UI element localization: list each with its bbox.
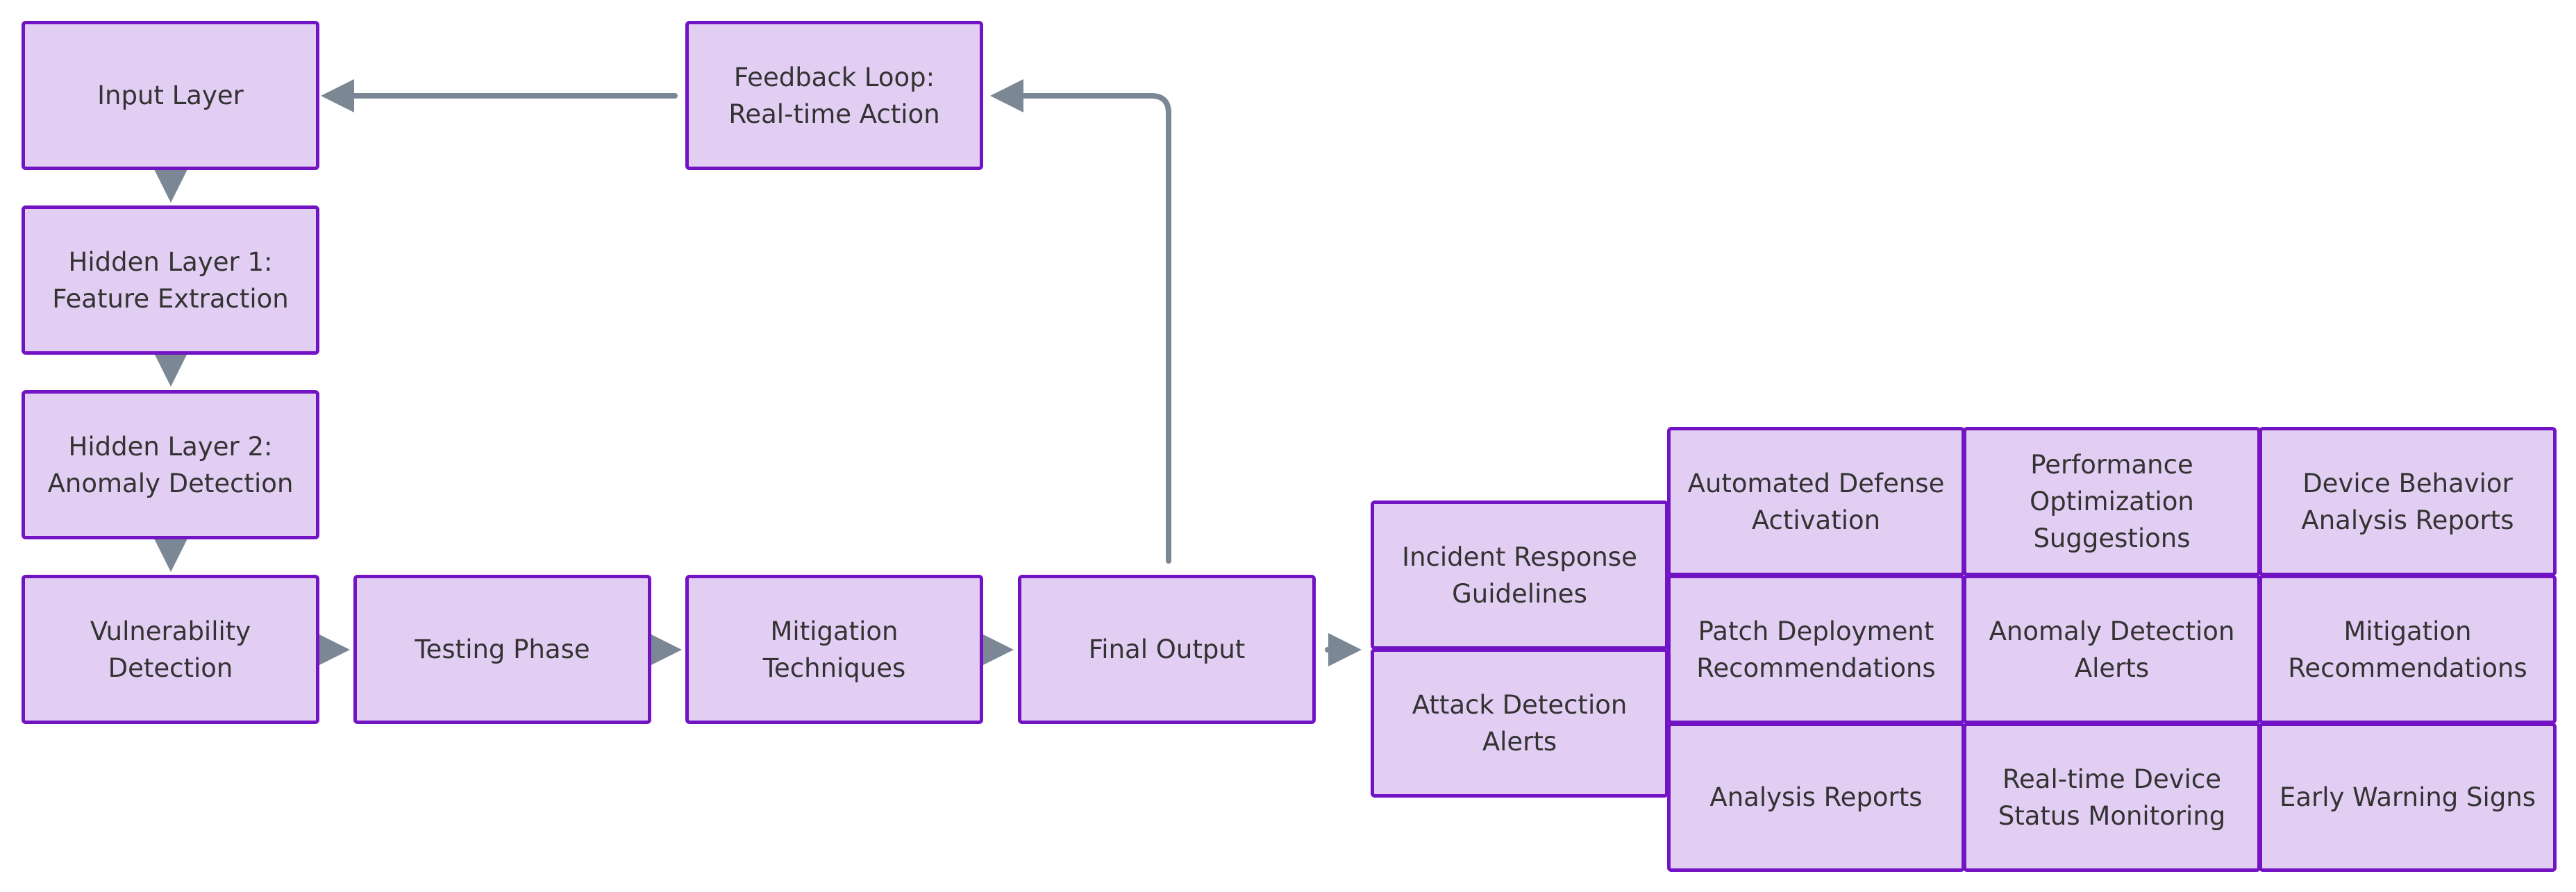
node-label: Hidden Layer 1: Feature Extraction bbox=[52, 246, 289, 314]
node-label: Testing Phase bbox=[415, 634, 590, 664]
node-vulnerability-detection: Vulnerability Detection bbox=[22, 575, 319, 724]
node-input-layer: Input Layer bbox=[22, 21, 319, 170]
node-label: Feedback Loop: Real-time Action bbox=[728, 62, 940, 129]
node-label: Vulnerability Detection bbox=[90, 616, 251, 683]
node-label: Real-time Device Status Monitoring bbox=[1998, 764, 2226, 831]
node-label: Early Warning Signs bbox=[2279, 782, 2536, 812]
node-testing-phase: Testing Phase bbox=[353, 575, 651, 724]
node-feedback-loop: Feedback Loop: Real-time Action bbox=[685, 21, 983, 170]
node-label: Attack Detection Alerts bbox=[1412, 689, 1628, 757]
node-label: Mitigation Recommendations bbox=[2288, 616, 2527, 683]
node-patch-deployment-recommendations: Patch Deployment Recommendations bbox=[1667, 575, 1965, 724]
node-label: Hidden Layer 2: Anomaly Detection bbox=[47, 431, 294, 498]
node-label: Final Output bbox=[1088, 634, 1246, 664]
node-label: Analysis Reports bbox=[1709, 782, 1923, 812]
node-incident-response-guidelines: Incident Response Guidelines bbox=[1371, 500, 1668, 650]
node-label: Anomaly Detection Alerts bbox=[1989, 616, 2235, 683]
node-performance-optimization-suggestions: Performance Optimization Suggestions bbox=[1963, 427, 2261, 576]
node-early-warning-signs: Early Warning Signs bbox=[2259, 723, 2557, 872]
node-label: Mitigation Techniques bbox=[762, 616, 906, 683]
node-label: Incident Response Guidelines bbox=[1402, 541, 1637, 609]
node-device-behavior-analysis-reports: Device Behavior Analysis Reports bbox=[2259, 427, 2557, 576]
node-mitigation-techniques: Mitigation Techniques bbox=[685, 575, 983, 724]
node-label: Device Behavior Analysis Reports bbox=[2301, 468, 2514, 535]
node-mitigation-recommendations: Mitigation Recommendations bbox=[2259, 575, 2557, 724]
node-automated-defense-activation: Automated Defense Activation bbox=[1667, 427, 1965, 576]
node-hidden-layer-1: Hidden Layer 1: Feature Extraction bbox=[22, 205, 319, 355]
node-label: Automated Defense Activation bbox=[1687, 468, 1945, 535]
node-label: Patch Deployment Recommendations bbox=[1696, 616, 1936, 683]
node-hidden-layer-2: Hidden Layer 2: Anomaly Detection bbox=[22, 390, 319, 539]
node-label: Performance Optimization Suggestions bbox=[2030, 450, 2194, 553]
node-real-time-device-status-monitoring: Real-time Device Status Monitoring bbox=[1963, 723, 2261, 872]
node-analysis-reports: Analysis Reports bbox=[1667, 723, 1965, 872]
edge-final-to-feedback bbox=[990, 79, 1171, 564]
node-final-output: Final Output bbox=[1018, 575, 1316, 724]
node-label: Input Layer bbox=[97, 81, 244, 110]
node-anomaly-detection-alerts: Anomaly Detection Alerts bbox=[1963, 575, 2261, 724]
node-attack-detection-alerts: Attack Detection Alerts bbox=[1371, 648, 1668, 798]
